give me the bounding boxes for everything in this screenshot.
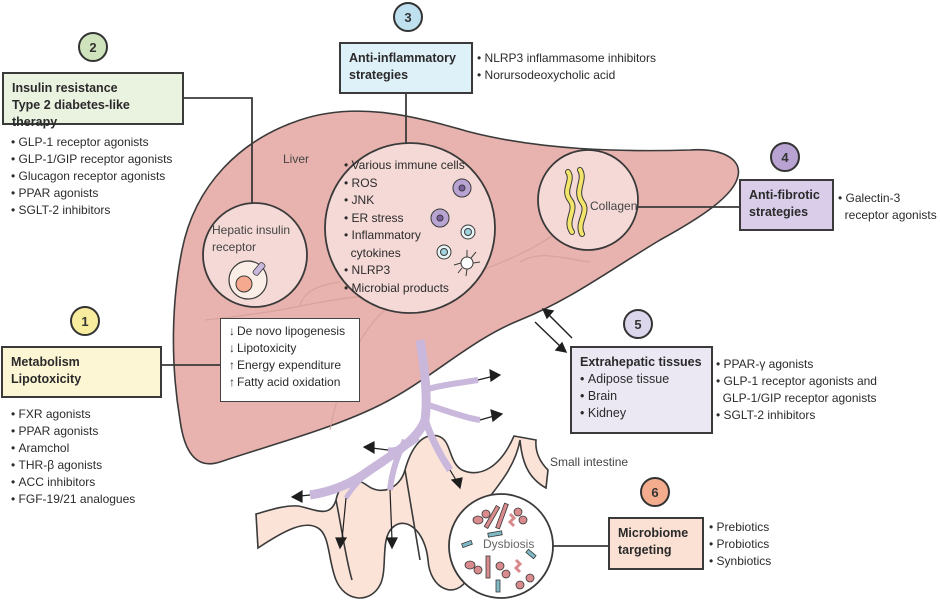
therapy-item: Norursodeoxycholic acid bbox=[477, 67, 656, 84]
strategy-3-title-line: Anti-inflammatory bbox=[349, 51, 456, 65]
therapy-item: GLP-1 receptor agonists and bbox=[716, 373, 877, 390]
vein-arrows bbox=[290, 368, 504, 550]
hepatic-insulin-receptor-line-2: receptor bbox=[212, 240, 257, 254]
hepatic-insulin-receptor-circle bbox=[202, 202, 308, 308]
therapy-item: Prebiotics bbox=[709, 519, 771, 536]
therapy-item: GLP-1 receptor agonists bbox=[11, 134, 172, 151]
collagen-label: Collagen bbox=[590, 199, 638, 213]
inflammation-factor: Various immune cells bbox=[344, 157, 465, 175]
metabolic-effect-text: Energy expenditure bbox=[237, 358, 342, 372]
therapy-item: PPAR agonists bbox=[11, 185, 172, 202]
strategy-3-therapies: NLRP3 inflammasome inhibitors Norursodeo… bbox=[477, 50, 656, 84]
portal-vein bbox=[309, 339, 481, 500]
dysbiosis-circle bbox=[448, 493, 554, 599]
metabolic-effect: ↓Lipotoxicity bbox=[229, 340, 351, 357]
inflammation-factor: NLRP3 bbox=[344, 262, 465, 280]
therapy-item: NLRP3 inflammasome inhibitors bbox=[477, 50, 656, 67]
strategy-4-box: Anti-fibrotic strategies bbox=[739, 179, 834, 231]
down-arrow-icon: ↓ bbox=[229, 324, 235, 338]
strategy-1-badge: 1 bbox=[70, 306, 100, 336]
hepatic-insulin-receptor-label: Hepatic insulin receptor bbox=[212, 222, 290, 256]
metabolic-effect-text: Lipotoxicity bbox=[237, 341, 297, 355]
metabolic-effect-text: De novo lipogenesis bbox=[237, 324, 346, 338]
therapy-item: Aramchol bbox=[11, 440, 135, 457]
strategy-3-title-line: strategies bbox=[349, 68, 409, 82]
therapy-item: PPAR-γ agonists bbox=[716, 356, 877, 373]
bacteria-icons bbox=[461, 502, 537, 593]
therapy-item: SGLT-2 inhibitors bbox=[11, 202, 172, 219]
strategy-2-title-line: Insulin resistance bbox=[12, 81, 118, 95]
metabolic-effect: ↑Energy expenditure bbox=[229, 357, 351, 374]
strategy-1-box: Metabolism Lipotoxicity bbox=[1, 346, 162, 398]
tissue-item: Kidney bbox=[580, 405, 703, 422]
therapy-item: Glucagon receptor agonists bbox=[11, 168, 172, 185]
strategy-6-title-line: targeting bbox=[618, 543, 672, 557]
inflammation-factor: Microbial products bbox=[344, 280, 465, 298]
small-intestine-label: Small intestine bbox=[550, 455, 629, 469]
strategy-3-badge: 3 bbox=[393, 2, 423, 32]
inflammation-factors-list: Various immune cells ROS JNK ER stress I… bbox=[344, 157, 465, 297]
therapy-item: FXR agonists bbox=[11, 406, 135, 423]
therapy-item: PPAR agonists bbox=[11, 423, 135, 440]
therapy-item: FGF-19/21 analogues bbox=[11, 491, 136, 508]
strategy-6-box: Microbiome targeting bbox=[608, 517, 704, 570]
strategy-4-therapies: Galectin-3 receptor agonists bbox=[838, 190, 937, 224]
metabolic-effect-text: Fatty acid oxidation bbox=[237, 375, 341, 389]
down-arrow-icon: ↓ bbox=[229, 341, 235, 355]
therapy-item-continued: receptor agonists bbox=[844, 208, 937, 222]
strategy-5-box: Extrahepatic tissues Adipose tissue Brai… bbox=[570, 346, 713, 434]
therapy-item: THR-β agonists bbox=[11, 457, 135, 474]
therapy-item: ACC inhibitors bbox=[11, 474, 135, 491]
strategy-4-title-line: strategies bbox=[749, 205, 809, 219]
metabolic-effect: ↑Fatty acid oxidation bbox=[229, 374, 351, 391]
strategy-5-title: Extrahepatic tissues bbox=[580, 355, 702, 369]
hepatic-insulin-receptor-line-1: Hepatic insulin bbox=[212, 223, 291, 237]
strategy-6-therapies: Prebiotics Probiotics Synbiotics bbox=[709, 519, 772, 570]
therapy-item: SGLT-2 inhibitors bbox=[716, 407, 877, 424]
inflammation-factor: ROS bbox=[344, 175, 465, 193]
exchange-arrows bbox=[534, 308, 573, 353]
strategy-5-therapies: PPAR-γ agonists GLP-1 receptor agonists … bbox=[716, 356, 877, 424]
strategy-4-badge: 4 bbox=[770, 142, 800, 172]
metabolic-effects-box: ↓De novo lipogenesis ↓Lipotoxicity ↑Ener… bbox=[220, 318, 360, 402]
strategy-2-box: Insulin resistance Type 2 diabetes-like … bbox=[2, 72, 184, 129]
strategy-2-therapies: GLP-1 receptor agonists GLP-1/GIP recept… bbox=[11, 134, 173, 219]
small-intestine bbox=[255, 434, 549, 599]
strategy-2-title-line: Type 2 diabetes-like therapy bbox=[12, 98, 130, 129]
dysbiosis-label: Dysbiosis bbox=[483, 537, 535, 551]
inflammation-factor: Inflammatory bbox=[344, 227, 465, 245]
metabolic-effect: ↓De novo lipogenesis bbox=[229, 323, 351, 340]
inflammation-factor-continued: cytokines bbox=[350, 245, 401, 260]
therapy-item: Galectin-3 bbox=[838, 190, 937, 207]
therapy-item: GLP-1/GIP receptor agonists bbox=[11, 151, 173, 168]
liver-label: Liver bbox=[283, 152, 310, 166]
inflammation-factor: ER stress bbox=[344, 210, 465, 228]
therapy-item: Probiotics bbox=[709, 536, 771, 553]
therapy-item-continued: GLP-1/GIP receptor agonists bbox=[722, 391, 877, 405]
collagen-circle bbox=[537, 149, 639, 251]
strategy-5-badge: 5 bbox=[623, 309, 653, 339]
tissue-item: Brain bbox=[580, 388, 703, 405]
inflammation-factor: JNK bbox=[344, 192, 465, 210]
strategy-6-title-line: Microbiome bbox=[618, 526, 689, 540]
therapy-item: Synbiotics bbox=[709, 553, 772, 570]
strategy-1-title-line: Lipotoxicity bbox=[11, 372, 82, 386]
strategy-4-title-line: Anti-fibrotic bbox=[749, 188, 820, 202]
strategy-2-badge: 2 bbox=[78, 32, 108, 62]
tissue-item: Adipose tissue bbox=[580, 371, 703, 388]
strategy-6-badge: 6 bbox=[640, 477, 670, 507]
connector-lines bbox=[161, 92, 740, 547]
up-arrow-icon: ↑ bbox=[229, 358, 235, 372]
strategy-3-box: Anti-inflammatory strategies bbox=[339, 42, 473, 94]
strategy-1-therapies: FXR agonists PPAR agonists Aramchol THR-… bbox=[11, 406, 136, 508]
strategy-1-title-line: Metabolism bbox=[11, 355, 80, 369]
up-arrow-icon: ↑ bbox=[229, 375, 235, 389]
